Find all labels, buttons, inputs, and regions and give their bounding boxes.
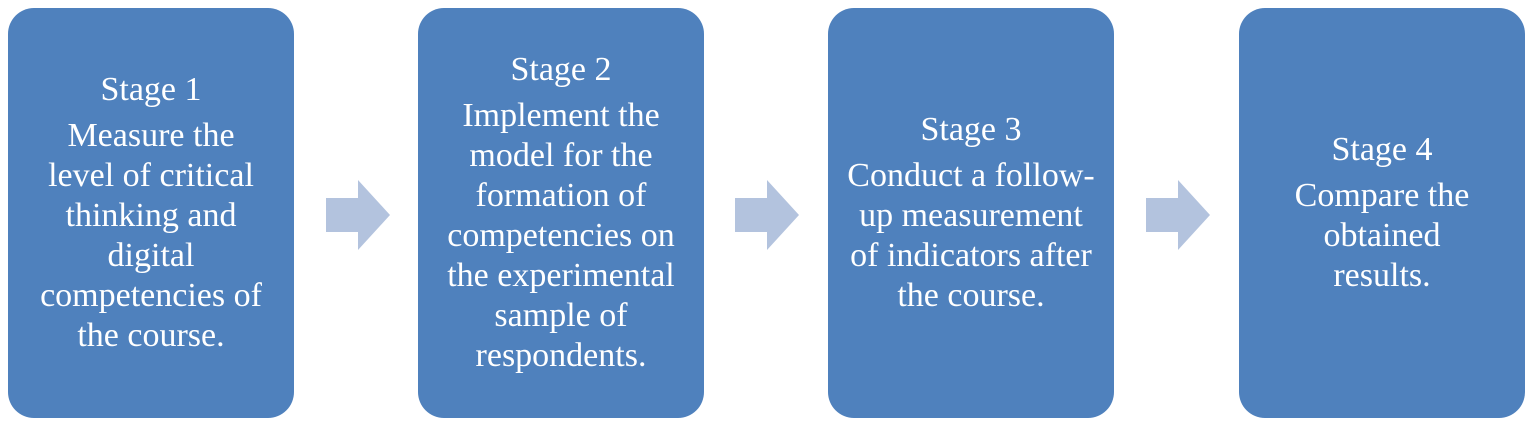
stage-2-title: Stage 2 [510, 51, 612, 88]
right-arrow-icon [326, 180, 390, 250]
stage-4-title: Stage 4 [1331, 131, 1433, 168]
stage-2-box: Stage 2 Implement the model for the form… [418, 8, 704, 418]
stage-3-title: Stage 3 [920, 111, 1022, 148]
stage-1-description: Measure the level of critical thinking a… [40, 117, 262, 354]
stage-4-description: Compare the obtained results. [1294, 177, 1470, 294]
stage-3-description: Conduct a follow-up measurement of indic… [847, 157, 1095, 314]
stage-2-description: Implement the model for the formation of… [447, 97, 675, 374]
stage-3-box: Stage 3 Conduct a follow-up measurement … [828, 8, 1114, 418]
stage-1-title: Stage 1 [100, 71, 202, 108]
right-arrow-icon [1146, 180, 1210, 250]
right-arrow-icon [735, 180, 799, 250]
stage-1-box: Stage 1 Measure the level of critical th… [8, 8, 294, 418]
stage-4-box: Stage 4 Compare the obtained results. [1239, 8, 1525, 418]
